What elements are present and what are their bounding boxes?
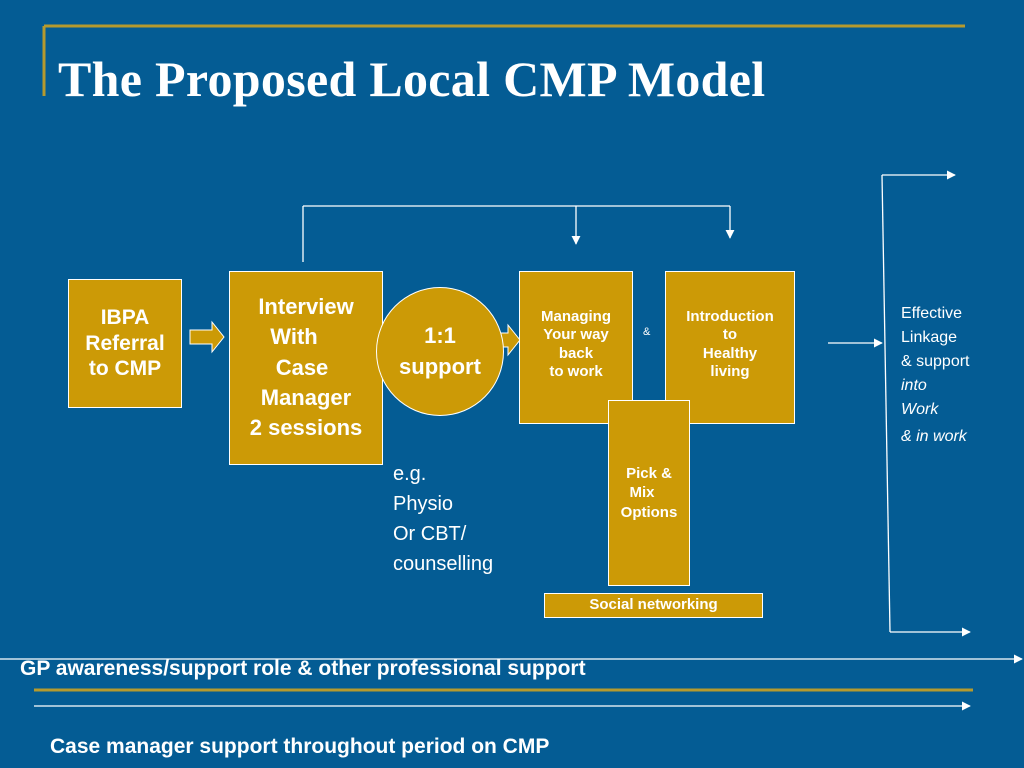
introduction-line: living [710,362,750,380]
interview-line: With [270,324,318,350]
gp-awareness-line: GP awareness/support role & other profes… [20,657,586,680]
page-title: The Proposed Local CMP Model [58,51,766,107]
interview-line: Interview [258,294,354,319]
managing-box: Managing Your way back to work [519,271,633,424]
ampersand-label: & [643,326,651,338]
managing-line: Managing [541,308,611,325]
managing-line: to work [549,362,603,380]
pick-mix-box: Pick & Mix Options [608,400,690,586]
support-line: support [399,353,481,379]
introduction-box: Introduction to Healthy living [665,271,795,424]
social-networking-bar: Social networking [544,593,763,618]
outcome-line: Work [901,401,939,418]
example-line: e.g. [393,463,427,485]
support-line: 1:1 [424,322,456,348]
example-line: counselling [393,553,494,575]
interview-line: 2 sessions [249,415,363,441]
example-line: Physio [393,493,454,515]
outcome-line: into [901,377,927,394]
introduction-line: Introduction [686,308,774,325]
ibpa-line: Referral [85,331,165,355]
outcome-line: & support [901,353,970,370]
interview-box: Interview With Case Manager 2 sessions [229,271,383,465]
ibpa-line: to CMP [88,357,162,381]
ibpa-referral-box: IBPA Referral to CMP [68,279,182,408]
interview-line: Manager [260,385,352,411]
outcome-line: & in work [901,428,967,445]
one-to-one-support-circle: 1:1 support [376,287,504,416]
outcome-line: Linkage [901,329,958,346]
support-examples: e.g. Physio Or CBT/ counselling [393,459,493,579]
case-manager-line: Case manager support throughout period o… [50,735,550,758]
pick-mix-line: Mix [629,484,655,502]
social-label: Social networking [589,596,718,614]
managing-line: back [558,344,594,362]
introduction-line: to [722,326,738,344]
example-line: Or CBT/ [393,523,467,545]
managing-line: Your way [543,326,609,344]
interview-line: Case [275,354,329,380]
outcome-line: Effective [901,305,963,322]
introduction-line: Healthy [702,344,758,362]
pick-mix-line: Options [620,503,678,521]
outcome-text: Effective Linkage & support into Work & … [901,302,969,449]
block-arrow-ibpa [189,320,225,354]
ibpa-line: IBPA [100,306,150,330]
pick-mix-line: Pick & [626,464,672,482]
